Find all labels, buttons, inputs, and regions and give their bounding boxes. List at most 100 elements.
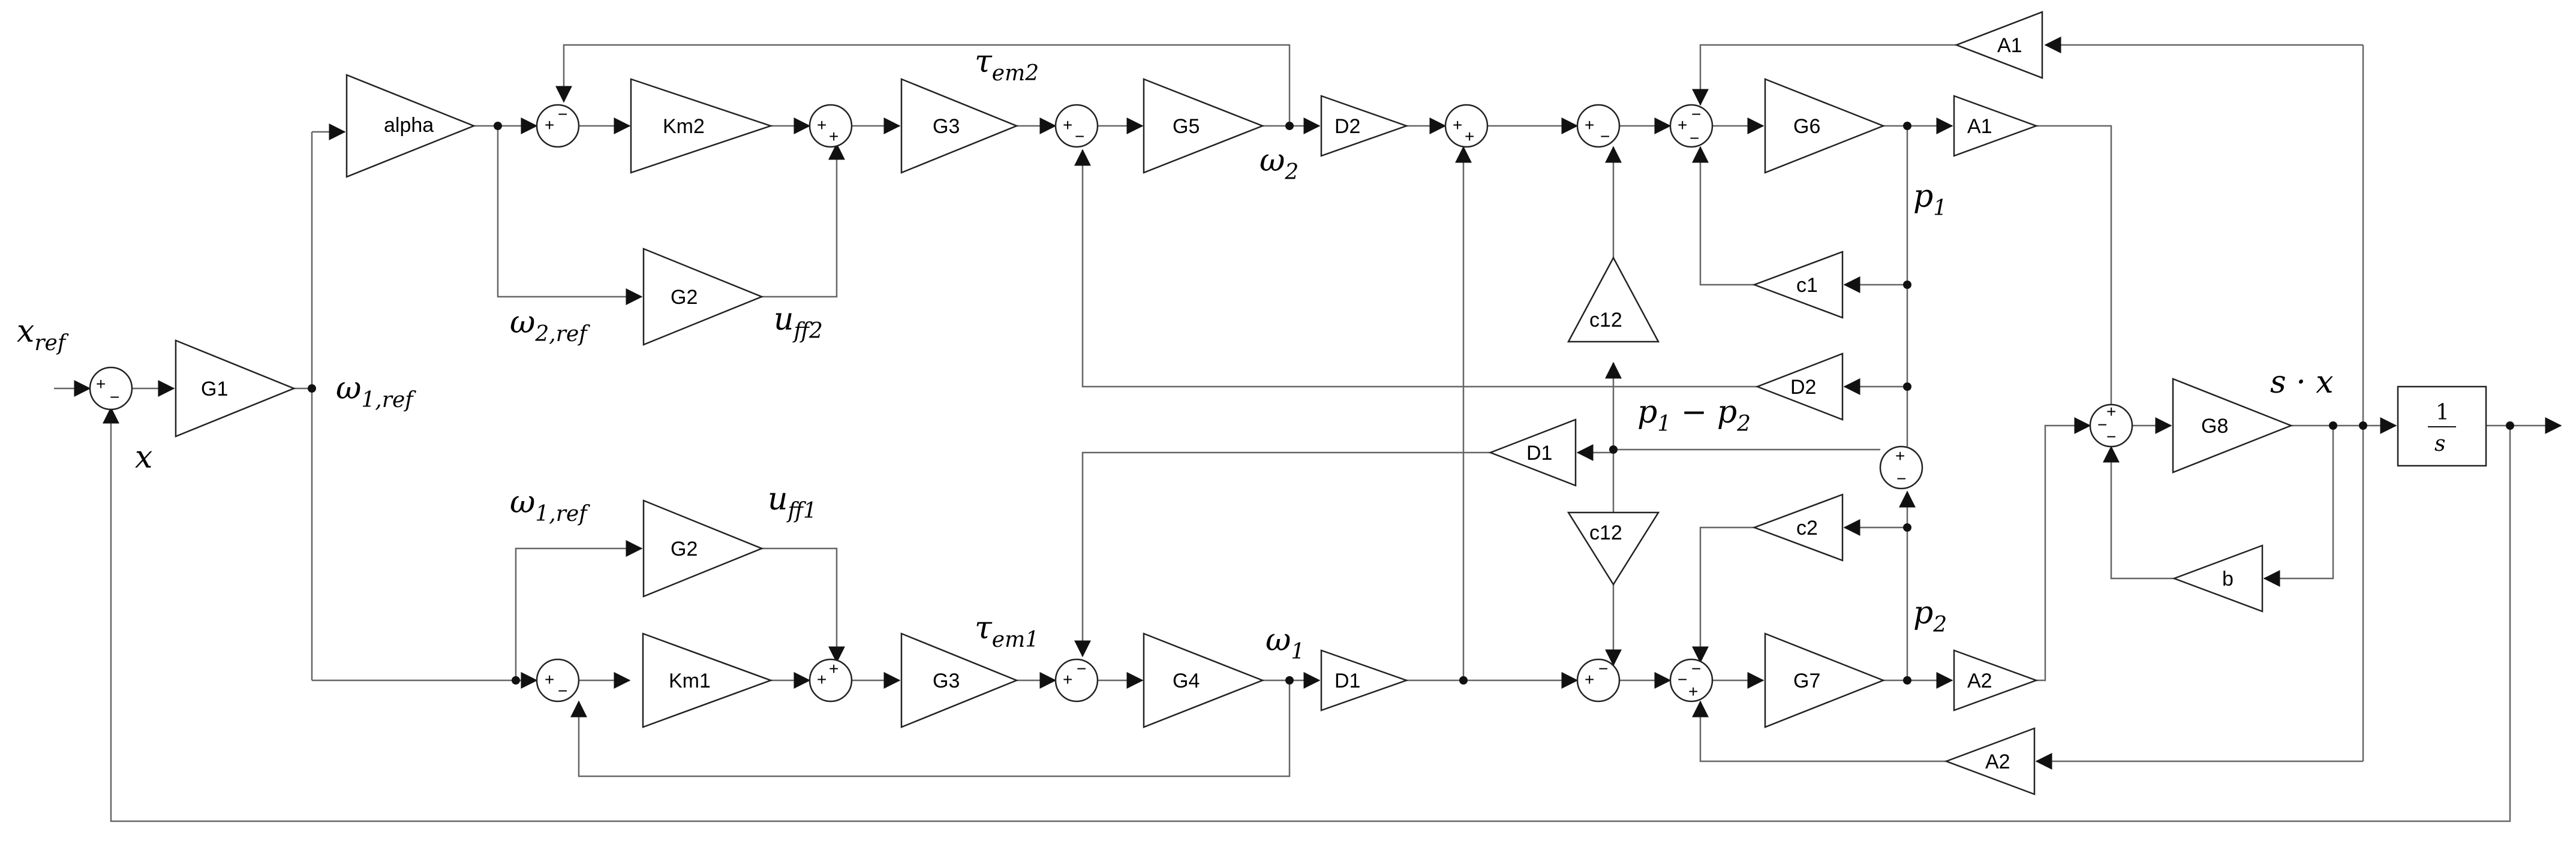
svg-text:+: +	[1453, 116, 1462, 134]
block-b: b	[2172, 544, 2264, 613]
sum-ff-bot: ++	[808, 658, 853, 703]
svg-text:−: −	[1077, 659, 1086, 678]
label-omega1: ω1	[1266, 622, 1304, 664]
block-a1-top-label: A1	[1997, 34, 2022, 57]
svg-text:−: −	[1678, 670, 1687, 689]
svg-text:−: −	[1691, 659, 1701, 678]
wire-uff2	[762, 143, 845, 298]
block-a2-right: A2	[1953, 649, 2039, 712]
sum-c12-bot: +−	[1576, 658, 1621, 703]
block-g4-label: G4	[1173, 670, 1200, 692]
svg-text:−: −	[2106, 427, 2116, 446]
block-a2-right-label: A2	[1967, 670, 1992, 692]
signal-labels: xref x ω1,ref ω2,ref ω1,ref uff2 uff1 τe…	[17, 44, 2334, 664]
svg-text:−: −	[1896, 469, 1906, 488]
wire-c2-out	[1692, 526, 1754, 664]
wire-d1-mid-out	[1074, 451, 1490, 658]
summing-junctions: +− +− ++ +− ++ +− +−− +− +− ++ +− +− −−+…	[89, 104, 2133, 703]
block-d1-mid: D1	[1488, 418, 1577, 487]
wire-a2-g8sum	[2036, 417, 2091, 682]
wire-to-g2-bot	[515, 540, 643, 680]
block-g5-label: G5	[1173, 115, 1200, 138]
svg-text:+: +	[1678, 116, 1687, 134]
wire-to-b	[2263, 426, 2334, 587]
svg-text:+: +	[829, 127, 838, 146]
svg-text:+: +	[829, 659, 838, 678]
block-g2-bot-label: G2	[671, 538, 698, 560]
label-omega2-ref: ω2,ref	[510, 305, 590, 346]
svg-text:−: −	[1690, 129, 1699, 147]
block-km2-label: Km2	[663, 115, 705, 138]
block-c1-label: c1	[1796, 274, 1818, 297]
block-g8-label: G8	[2201, 415, 2228, 438]
svg-text:+: +	[1063, 670, 1072, 689]
block-g2-top: G2	[642, 248, 764, 346]
label-uff1: uff1	[768, 481, 817, 523]
label-x: x	[135, 439, 152, 475]
svg-text:−: −	[1600, 127, 1610, 146]
block-d1-bot-label: D1	[1334, 670, 1360, 692]
block-g3-top: G3	[900, 78, 1019, 174]
block-d1-bot: D1	[1320, 649, 1409, 712]
wire-x-feedback	[103, 406, 2511, 822]
sum-p1-p2: +−	[1879, 445, 1923, 490]
integrator-numerator: 1	[2436, 400, 2449, 425]
block-a2-bot-label: A2	[1985, 750, 2010, 773]
block-km1-label: Km1	[669, 670, 711, 692]
sum-ff-top: ++	[808, 104, 853, 148]
block-a1-right: A1	[1953, 95, 2039, 157]
block-a2-bot: A2	[1944, 727, 2036, 795]
sum-tau2: +−	[1054, 104, 1099, 148]
block-alpha: alpha	[345, 74, 476, 178]
block-g6: G6	[1764, 78, 1886, 174]
svg-text:−: −	[1075, 127, 1084, 146]
block-g3-top-label: G3	[933, 115, 960, 138]
block-c12-up-label: c12	[1589, 309, 1622, 331]
block-g4: G4	[1143, 632, 1265, 728]
block-a1-top: A1	[1954, 11, 2043, 79]
label-omega1-ref: ω1,ref	[336, 370, 416, 412]
sum-tau1: +−	[1054, 658, 1099, 703]
svg-text:−: −	[2097, 415, 2107, 434]
gain-blocks: alpha Km2 G3 G5 D2 G6 A1 A1 G2 c1 c12 D2…	[175, 11, 2294, 795]
svg-text:−: −	[558, 105, 567, 123]
block-d2-top-label: D2	[1334, 115, 1360, 138]
label-p1-minus-p2: p1 − p2	[1637, 394, 1751, 436]
label-s-x: s · x	[2270, 364, 2334, 400]
block-km2: Km2	[630, 78, 773, 174]
svg-text:+: +	[1465, 127, 1474, 146]
svg-text:+: +	[817, 670, 826, 689]
svg-text:+: +	[1585, 116, 1594, 134]
block-g8: G8	[2172, 378, 2294, 474]
block-c12-down: c12	[1567, 511, 1660, 586]
block-alpha-label: alpha	[384, 114, 434, 137]
sum-g7-in: −−+	[1669, 658, 1714, 703]
label-tau-em2: τem2	[975, 44, 1039, 86]
label-omega2: ω2	[1260, 143, 1298, 185]
block-d2-top: D2	[1320, 95, 1409, 157]
sum-c12-top: +−	[1576, 104, 1621, 148]
sum-xref: +−	[89, 366, 133, 411]
sum-g8-in: −+−	[2089, 402, 2133, 448]
wire-omega2-feedback	[555, 44, 1291, 126]
block-b-label: b	[2222, 568, 2234, 590]
block-g7: G7	[1764, 632, 1886, 728]
wire-a1-g8sum	[2036, 125, 2120, 436]
block-g5: G5	[1143, 78, 1265, 174]
svg-text:+: +	[96, 375, 106, 393]
svg-text:+: +	[545, 670, 554, 689]
svg-text:−: −	[558, 682, 567, 700]
block-c12-up: c12	[1567, 256, 1660, 343]
block-d2-mid-label: D2	[1790, 376, 1816, 399]
block-d1-mid-label: D1	[1526, 442, 1552, 465]
svg-text:+: +	[1895, 447, 1905, 465]
label-omega1-ref-bot: ω1,ref	[510, 484, 590, 526]
junction-dots	[308, 122, 2514, 685]
wire-omega1-feedback	[570, 680, 1291, 777]
block-g1: G1	[175, 339, 296, 438]
sum-omega1-ref: +−	[536, 658, 580, 703]
svg-text:+: +	[817, 116, 826, 134]
label-p1: p1	[1913, 179, 1947, 221]
svg-text:+: +	[1585, 670, 1594, 689]
